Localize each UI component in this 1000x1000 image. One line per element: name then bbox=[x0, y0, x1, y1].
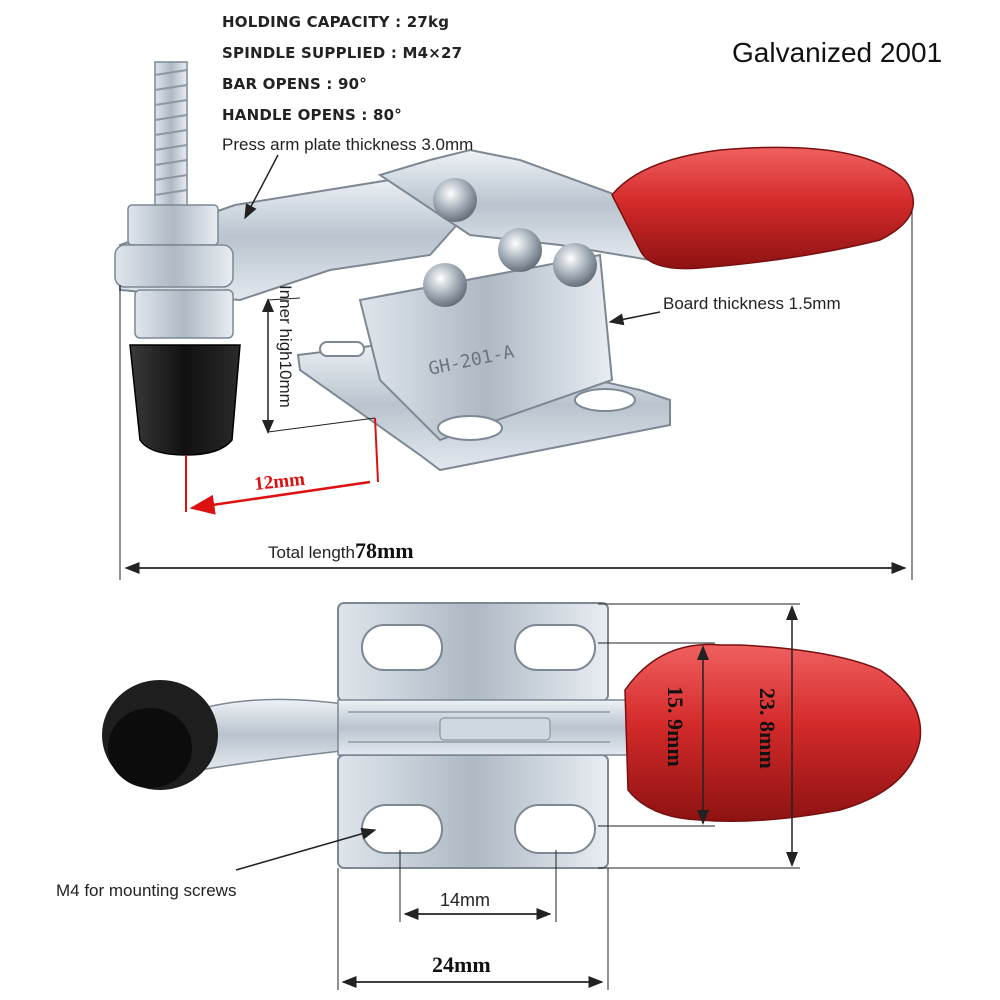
product-title: Galvanized 2001 bbox=[732, 37, 942, 68]
red-handle-grip-top bbox=[624, 643, 922, 822]
rivet bbox=[433, 178, 477, 222]
base-width-label: 24mm bbox=[432, 952, 491, 977]
rivet bbox=[423, 263, 467, 307]
dim-23-8-label: 23. 8mm bbox=[755, 688, 780, 769]
top-dimensions: Press arm plate thickness 3.0mm Board th… bbox=[119, 135, 913, 580]
mounting-screws-label: M4 for mounting screws bbox=[56, 881, 236, 900]
reach-dimension-label: 12mm bbox=[253, 469, 306, 495]
rubber-spindle-tip bbox=[129, 344, 241, 456]
spec-spindle-supplied: SPINDLE SUPPLIED : M4×27 bbox=[222, 44, 462, 62]
mount-slot bbox=[514, 624, 596, 671]
washer bbox=[114, 244, 234, 288]
inner-height-label: Inner high10mm bbox=[276, 285, 295, 408]
hole-spacing-label: 14mm bbox=[440, 890, 490, 910]
press-arm-label: Press arm plate thickness 3.0mm bbox=[222, 135, 473, 154]
board-thickness-label: Board thickness 1.5mm bbox=[663, 294, 841, 313]
mount-slot bbox=[361, 624, 443, 671]
mount-hole bbox=[574, 388, 636, 412]
hex-nut bbox=[134, 289, 234, 339]
hex-nut bbox=[127, 204, 219, 246]
rivet bbox=[498, 228, 542, 272]
mount-slot bbox=[361, 804, 443, 854]
dim-15-9-label: 15. 9mm bbox=[663, 686, 688, 767]
spec-holding-capacity: HOLDING CAPACITY : 27kg bbox=[222, 13, 449, 31]
bottom-dimensions: 15. 9mm 23. 8mm M4 for mounting screws 1… bbox=[56, 603, 800, 990]
mount-slot bbox=[514, 804, 596, 854]
mount-hole bbox=[437, 415, 503, 441]
spec-bar-opens: BAR OPENS : 90° bbox=[222, 75, 367, 93]
clamp-top-view bbox=[102, 602, 922, 869]
rivet bbox=[553, 243, 597, 287]
clamp-side-view: GH-201-A bbox=[114, 61, 914, 472]
spec-handle-opens: HANDLE OPENS : 80° bbox=[222, 106, 402, 124]
total-length-label: Total length78mm bbox=[268, 538, 414, 563]
red-handle-grip bbox=[611, 146, 914, 270]
